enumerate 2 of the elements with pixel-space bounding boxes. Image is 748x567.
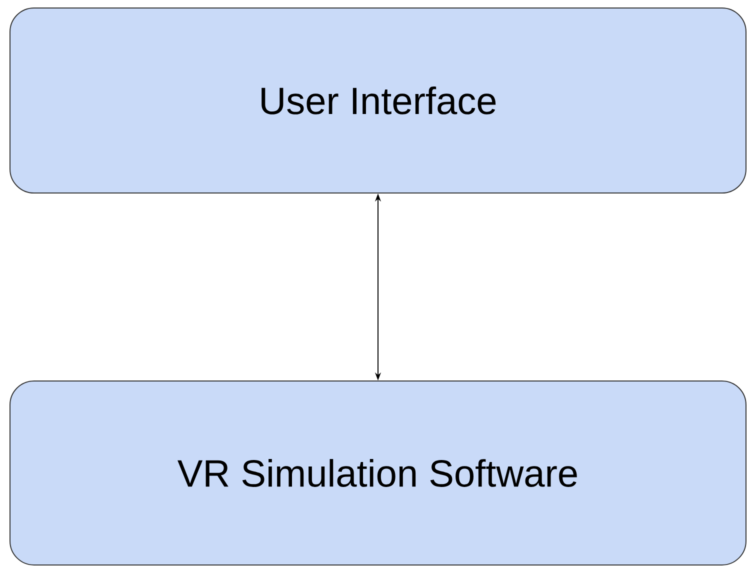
process-box: VR Simulation Software xyxy=(10,380,746,566)
process-box: User Interface xyxy=(10,8,746,194)
